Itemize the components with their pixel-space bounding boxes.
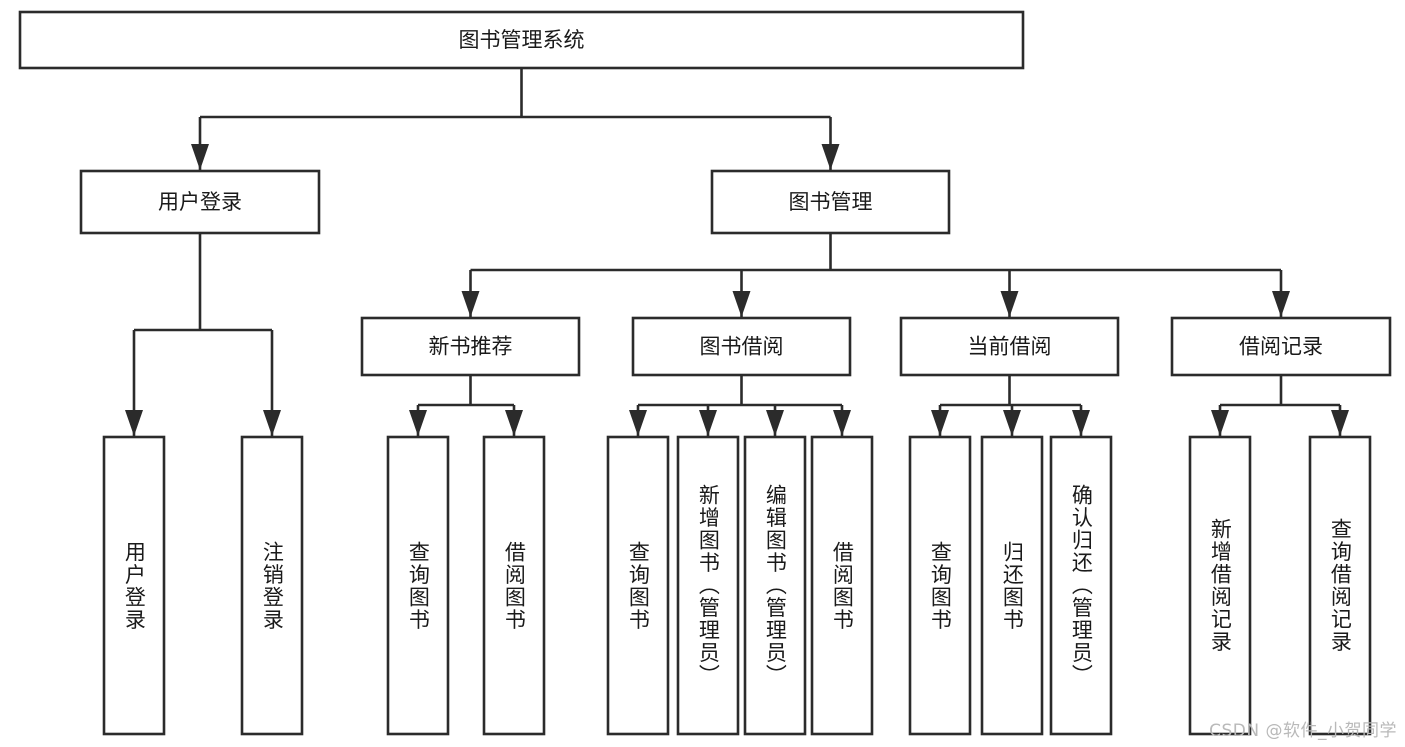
node-box-leaf-query-book-borrow[interactable] [606, 435, 670, 736]
node-label-book-manage: 图书管理 [789, 190, 873, 214]
node-box-leaf-edit-book[interactable] [743, 435, 807, 736]
node-box-leaf-return-book[interactable] [980, 435, 1044, 736]
arrowhead-icon [821, 144, 840, 170]
arrowhead-icon [699, 410, 717, 436]
node-label-borrow-record: 借阅记录 [1239, 335, 1323, 359]
node-label-current-borrow: 当前借阅 [968, 335, 1052, 359]
arrowhead-icon [125, 410, 143, 436]
node-label-root: 图书管理系统 [459, 28, 585, 52]
node-box-leaf-borrow-book-rec[interactable] [482, 435, 546, 736]
node-box-leaf-confirm-return[interactable] [1049, 435, 1113, 736]
connector-layer [125, 68, 1349, 436]
arrowhead-icon [1000, 291, 1019, 317]
arrowhead-icon [732, 291, 751, 317]
node-box-user-login[interactable] [79, 169, 321, 235]
node-label-user-login: 用户登录 [158, 190, 242, 214]
node-box-new-book-rec[interactable] [360, 316, 581, 377]
node-box-leaf-user-login[interactable] [102, 435, 166, 736]
arrowhead-icon [931, 410, 949, 436]
node-box-layer [18, 10, 1392, 736]
arrowhead-icon [1331, 410, 1349, 436]
arrowhead-icon [1272, 291, 1290, 317]
node-box-book-manage[interactable] [710, 169, 951, 235]
node-box-book-borrow[interactable] [631, 316, 852, 377]
arrowhead-icon [1003, 410, 1021, 436]
node-label-new-book-rec: 新书推荐 [429, 335, 513, 359]
node-box-leaf-borrow-book[interactable] [810, 435, 874, 736]
arrowhead-icon [263, 410, 281, 436]
arrowhead-icon [191, 144, 209, 170]
node-box-root[interactable] [18, 10, 1025, 70]
arrowhead-icon [833, 410, 851, 436]
node-label-book-borrow: 图书借阅 [700, 335, 784, 359]
arrowhead-icon [1072, 410, 1090, 436]
arrowhead-icon [1211, 410, 1229, 436]
node-box-leaf-query-book-cur[interactable] [908, 435, 972, 736]
node-box-leaf-query-record[interactable] [1308, 435, 1372, 736]
arrowhead-icon [766, 410, 784, 436]
arrowhead-icon [629, 410, 647, 436]
node-box-leaf-query-book-rec[interactable] [386, 435, 450, 736]
arrowhead-icon [409, 410, 427, 436]
node-box-borrow-record[interactable] [1170, 316, 1392, 377]
node-box-leaf-add-record[interactable] [1188, 435, 1252, 736]
arrowhead-icon [461, 291, 480, 317]
watermark: CSDN @软件_小贺同学 [1209, 721, 1397, 741]
node-box-leaf-add-book[interactable] [676, 435, 740, 736]
node-box-leaf-logout[interactable] [240, 435, 304, 736]
arrowhead-icon [505, 410, 523, 436]
node-box-current-borrow[interactable] [899, 316, 1120, 377]
